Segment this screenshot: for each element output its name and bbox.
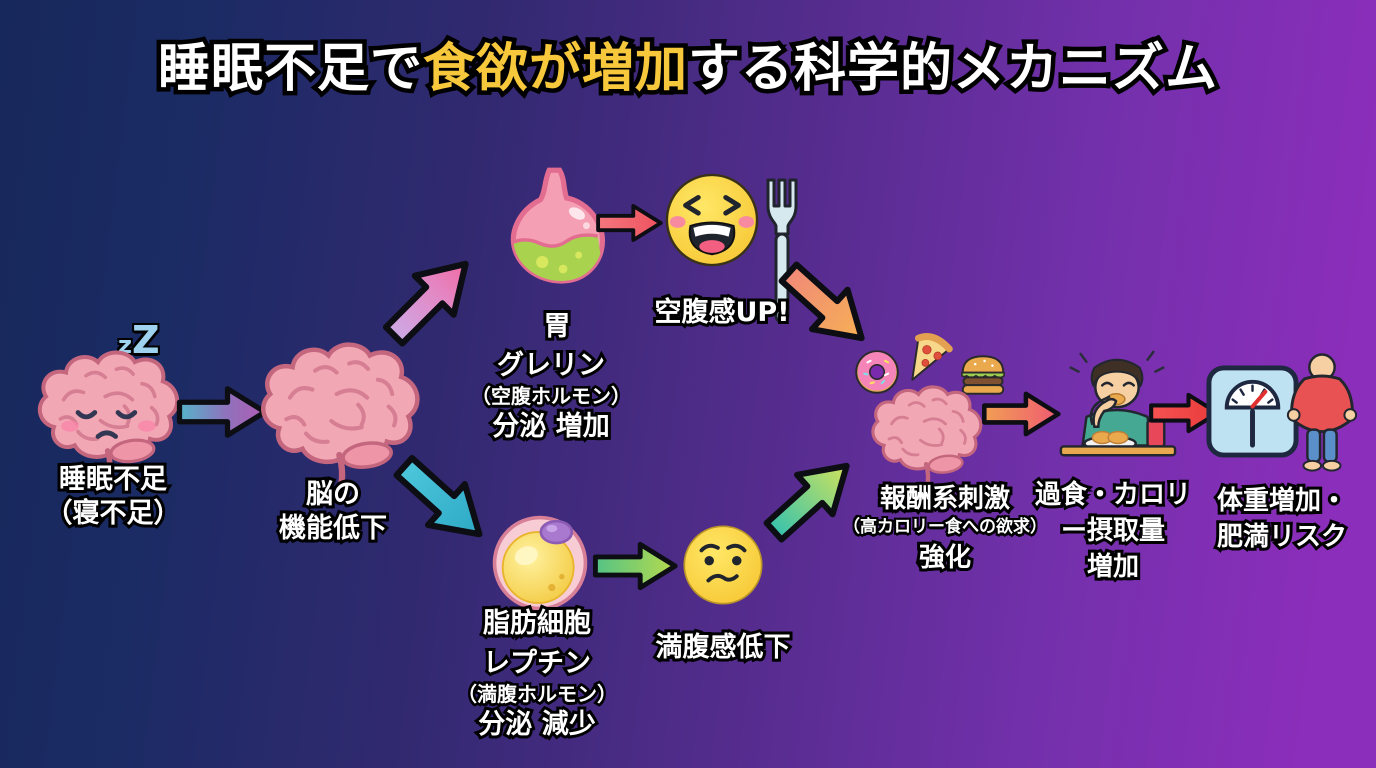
stomach-organ-label: 胃	[541, 308, 574, 345]
satiety-caption: 満腹感低下	[653, 629, 794, 666]
arrow-stomach-to-hunger	[596, 204, 663, 242]
scale-icon	[1206, 365, 1299, 458]
reward-caption: 報酬系刺激 （高カロリー食への欲求） 強化	[841, 481, 1049, 576]
hunger-caption: 空腹感UP!	[651, 294, 792, 331]
stomach-icon	[510, 167, 606, 284]
brain-caption: 脳の 機能低下	[276, 476, 390, 547]
fatcell-organ-label: 脂肪細胞	[480, 605, 594, 642]
pizza-icon	[911, 333, 953, 381]
hungry-face-icon	[665, 173, 759, 267]
overeating-caption: 過食・カロリ ー摂取量 増加	[1032, 477, 1194, 585]
weight-gain-caption: 体重増加・ 肥満リスク	[1214, 483, 1350, 555]
arrow-reward-to-overeat	[983, 386, 1061, 442]
arrow-fatcell-to-satiety	[594, 538, 678, 594]
title-part1: 睡眠不足で	[153, 35, 426, 104]
overweight-person-icon	[1286, 353, 1358, 472]
reward-brain-icon	[865, 385, 991, 483]
sleep-caption: 睡眠不足 （寝不足）	[43, 461, 184, 532]
burger-icon	[961, 355, 1005, 395]
donut-icon	[855, 350, 899, 394]
title-highlight: 食欲が増加	[418, 35, 691, 104]
page-title: 睡眠不足で食欲が増加する科学的メカニズム	[0, 26, 1376, 104]
eating-person-icon	[1059, 350, 1177, 457]
fat-cell-icon	[492, 515, 588, 611]
stomach-hormone-label: グレリン （空腹ホルモン） 分泌 増加	[469, 347, 634, 445]
title-part2: する科学的メカニズム	[683, 35, 1221, 104]
worried-face-icon	[683, 525, 763, 605]
fatcell-hormone-label: レプチン （満腹ホルモン） 分泌 減少	[455, 645, 620, 743]
sleeping-brain-icon	[30, 350, 190, 475]
